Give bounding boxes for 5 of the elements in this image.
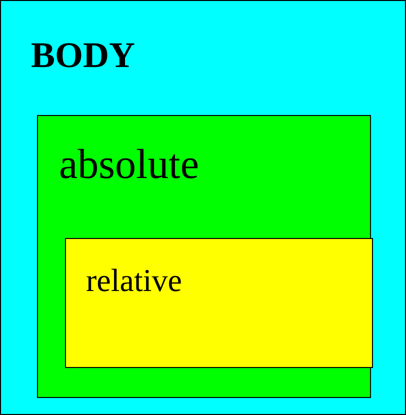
- panel-heading: absolute: [59, 144, 199, 186]
- relative-panel: [65, 238, 373, 368]
- panel-heading: BODY: [31, 37, 136, 73]
- absolute-panel: [37, 115, 371, 398]
- panel-heading: relative: [86, 264, 182, 296]
